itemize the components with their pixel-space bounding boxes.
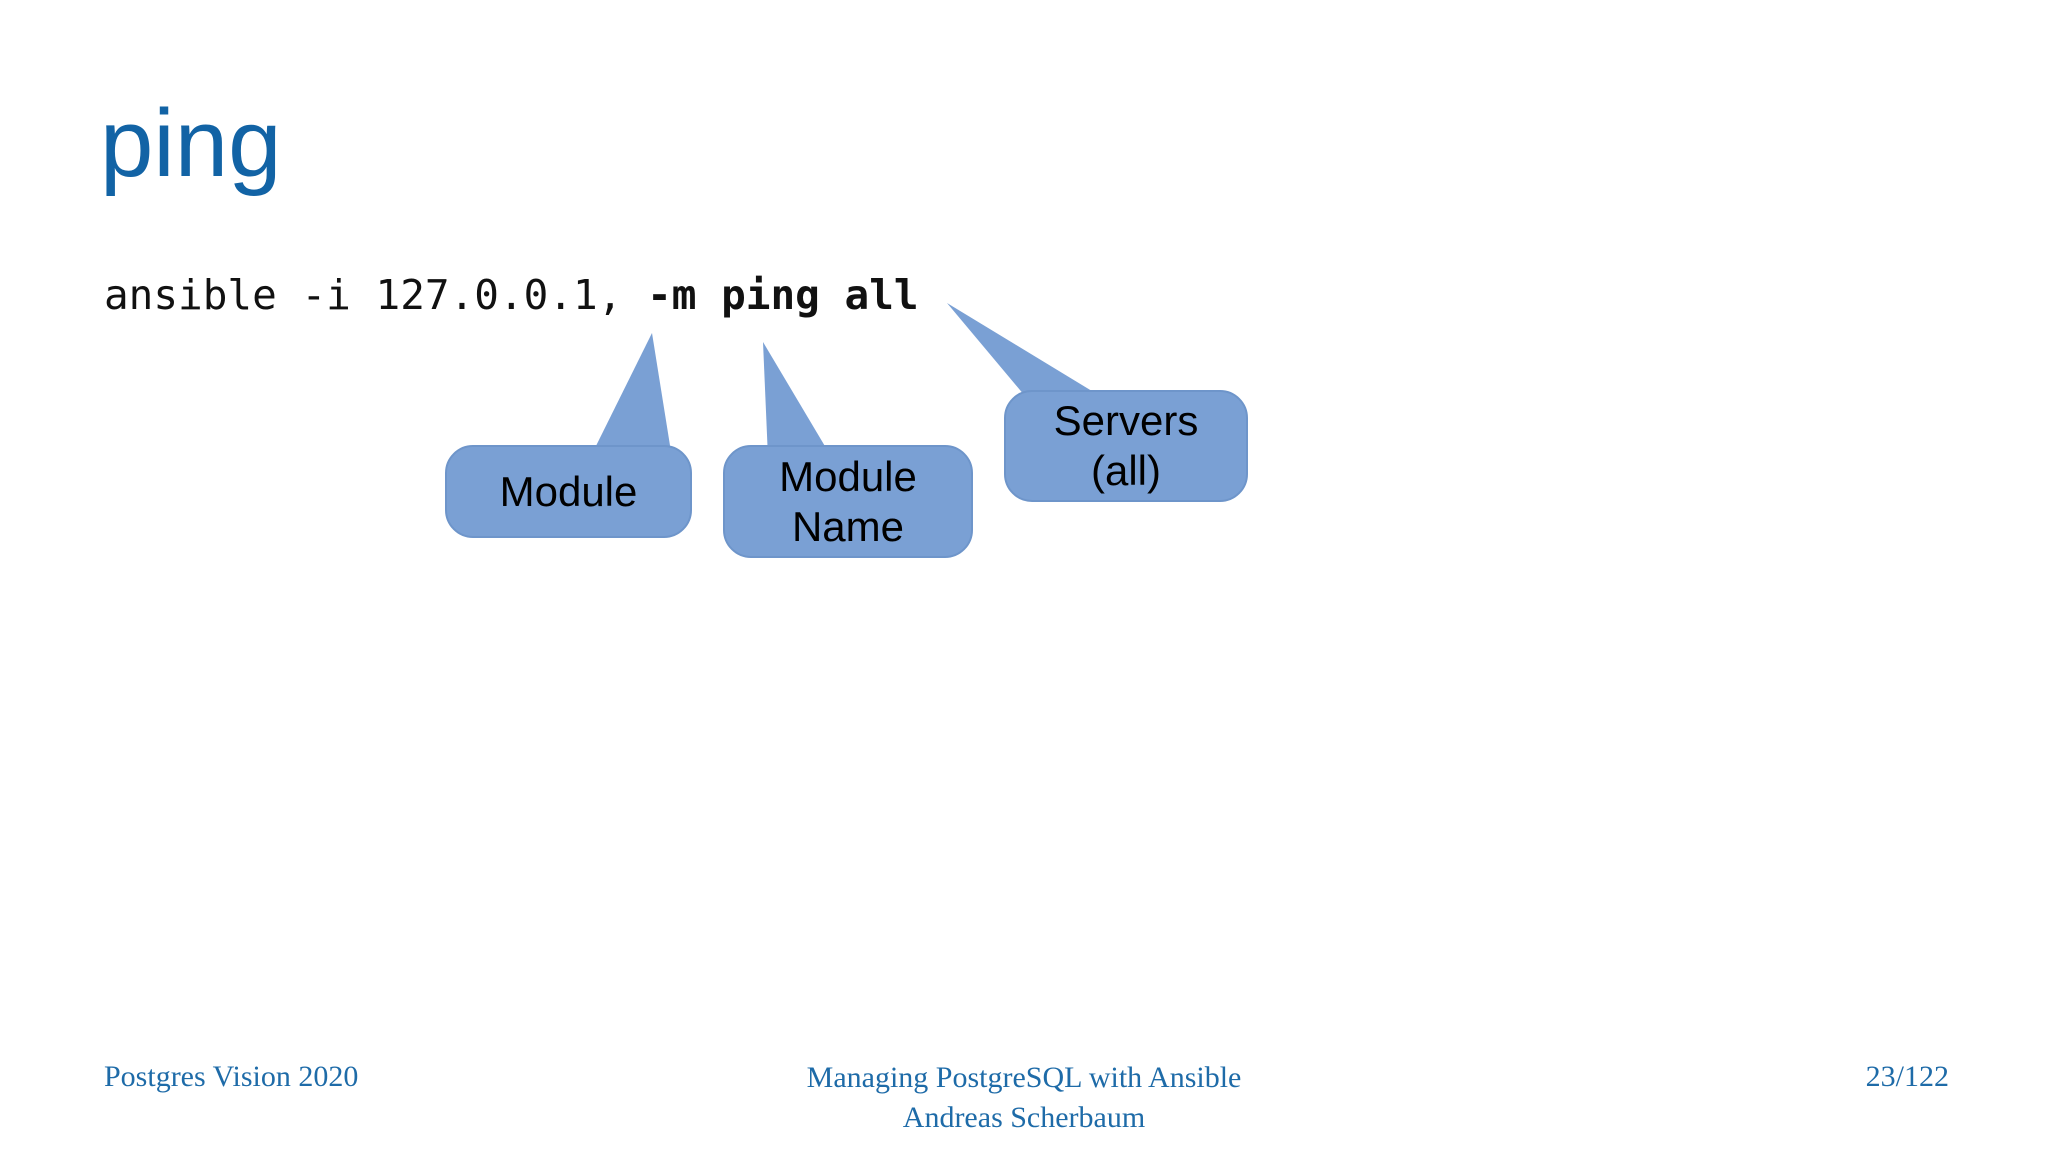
footer-presentation-title: Managing PostgreSQL with Ansible xyxy=(806,1061,1242,1094)
servers-callout-tail xyxy=(947,303,1110,402)
ansible-command: ansible -i 127.0.0.1, -m ping all xyxy=(104,275,919,316)
callout-servers: Servers (all) xyxy=(1004,390,1248,502)
command-bold-part: -m ping all xyxy=(647,271,919,319)
footer-author: Andreas Scherbaum xyxy=(902,1101,1146,1134)
callout-module-name-line2: Name xyxy=(791,502,905,550)
callout-module: Module xyxy=(445,445,692,538)
callout-servers-line1: Servers xyxy=(1053,397,1199,444)
footer-center: Managing PostgreSQL with Ansible Andreas… xyxy=(0,1058,2048,1138)
callout-module-name-line1: Module xyxy=(779,452,917,500)
callout-module-name: Module Name xyxy=(723,445,973,558)
callout-servers-line2: (all) xyxy=(1091,447,1161,494)
footer-page-number: 23/122 xyxy=(1865,1060,1949,1093)
module-name-callout-tail xyxy=(763,342,832,458)
footer-conference: Postgres Vision 2020 xyxy=(104,1060,359,1093)
module-callout-tail xyxy=(590,333,672,458)
callout-module-label: Module xyxy=(499,467,638,515)
slide-title: ping xyxy=(100,90,282,197)
command-prefix: ansible -i 127.0.0.1, xyxy=(104,271,648,319)
